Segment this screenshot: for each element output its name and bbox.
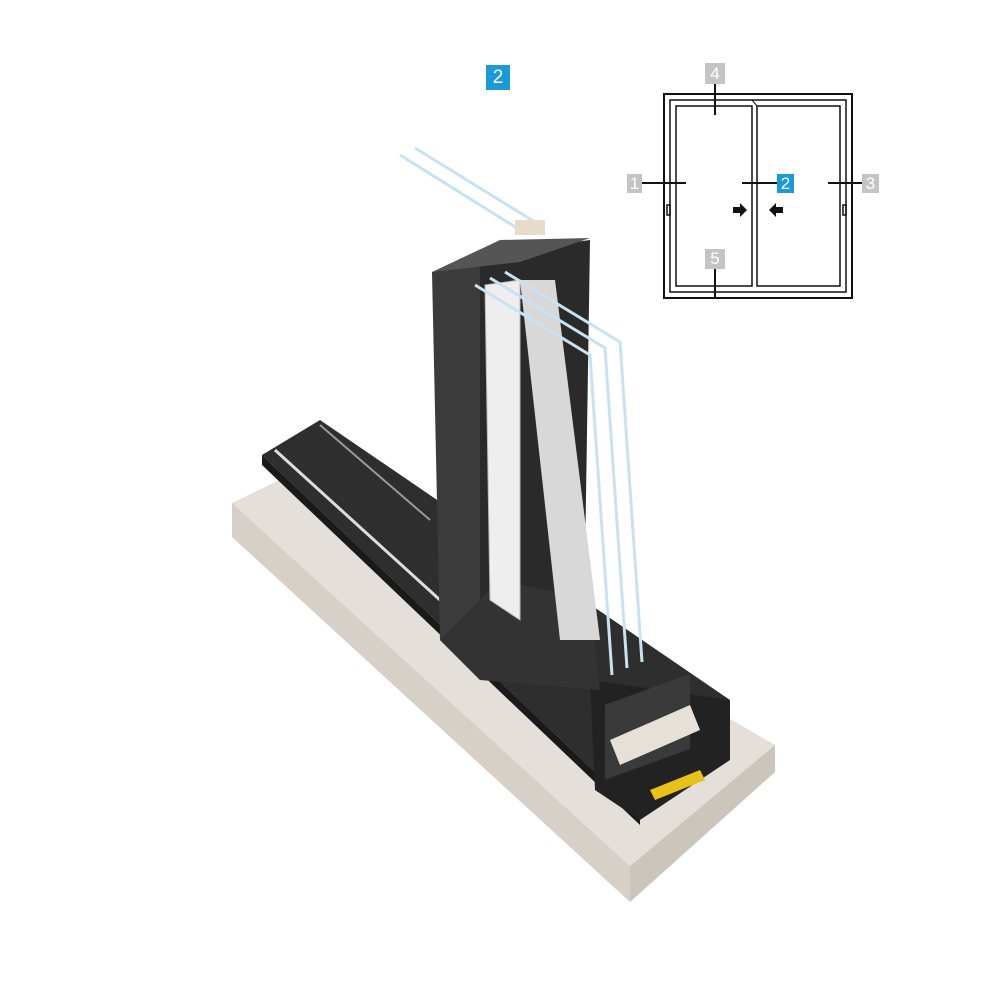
slide-arrows-icon [733,203,783,217]
spacer [515,220,545,235]
window-schematic [642,84,862,299]
schematic-label-1[interactable]: 1 [627,174,642,193]
schematic-label-2[interactable]: 2 [777,174,794,193]
section-number-badge: 2 [486,65,510,90]
vertical-frame-post [432,238,600,690]
schematic-label-3[interactable]: 3 [862,174,879,193]
schematic-label-4[interactable]: 4 [705,63,725,84]
schematic-label-5[interactable]: 5 [705,249,725,269]
glass-panes [399,146,644,676]
